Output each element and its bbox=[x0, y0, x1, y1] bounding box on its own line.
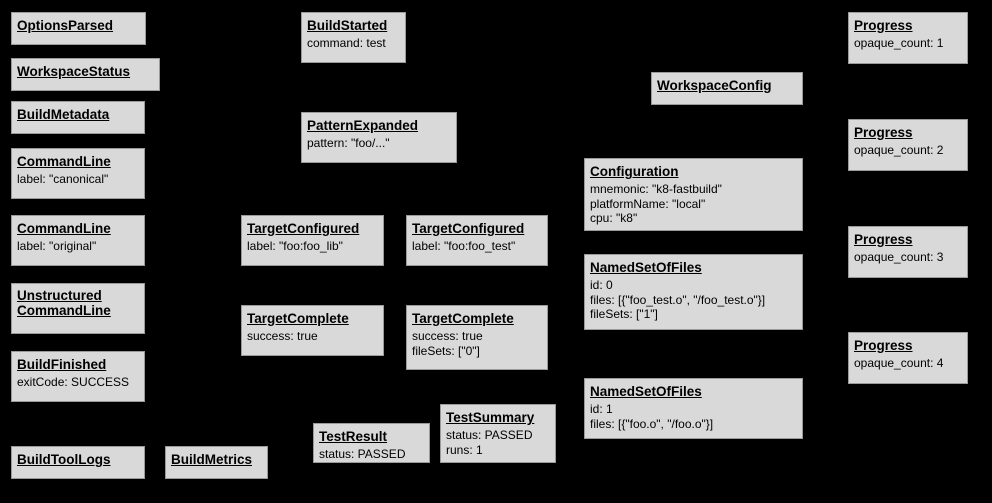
node-title: WorkspaceStatus bbox=[17, 64, 131, 79]
node-test-result[interactable]: TestResult status: PASSED bbox=[313, 423, 430, 463]
node-field: platformName: "local" bbox=[590, 196, 706, 211]
node-fields: command: test bbox=[307, 36, 400, 51]
node-field: cpu: "k8" bbox=[590, 211, 638, 225]
node-field: label: "foo:foo_test" bbox=[412, 239, 516, 253]
node-field: label: "canonical" bbox=[17, 172, 109, 186]
node-title: BuildStarted bbox=[307, 18, 388, 33]
node-title: CommandLine bbox=[17, 154, 111, 169]
node-field: pattern: "foo/..." bbox=[307, 136, 390, 150]
node-title: TestSummary bbox=[446, 410, 535, 425]
node-field: files: [{"foo_test.o", "/foo_test.o"}] bbox=[590, 292, 766, 307]
node-field: status: PASSED bbox=[446, 428, 533, 442]
node-title: Progress bbox=[854, 232, 913, 247]
node-field: command: test bbox=[307, 36, 386, 50]
node-field: opaque_count: 1 bbox=[854, 36, 944, 50]
node-fields: pattern: "foo/..." bbox=[307, 136, 451, 151]
node-build-metrics[interactable]: BuildMetrics bbox=[165, 446, 268, 479]
node-title: Progress bbox=[854, 338, 913, 353]
node-title: NamedSetOfFiles bbox=[590, 384, 702, 399]
node-build-finished[interactable]: BuildFinished exitCode: SUCCESS bbox=[11, 351, 145, 402]
node-progress-2[interactable]: Progress opaque_count: 2 bbox=[848, 119, 968, 171]
node-field: success: true bbox=[412, 329, 483, 343]
node-command-line-original[interactable]: CommandLine label: "original" bbox=[11, 215, 145, 266]
node-target-complete-lib[interactable]: TargetComplete success: true bbox=[241, 305, 384, 356]
node-title: BuildToolLogs bbox=[17, 452, 111, 467]
node-fields: label: "foo:foo_lib" bbox=[247, 239, 378, 254]
node-title: OptionsParsed bbox=[17, 18, 114, 33]
node-field: mnemonic: "k8-fastbuild" bbox=[590, 182, 722, 196]
node-target-configured-test[interactable]: TargetConfigured label: "foo:foo_test" bbox=[406, 215, 548, 266]
node-progress-1[interactable]: Progress opaque_count: 1 bbox=[848, 12, 968, 64]
node-title: BuildMetadata bbox=[17, 107, 110, 122]
node-title: Progress bbox=[854, 18, 913, 33]
node-fields: status: PASSED bbox=[319, 447, 424, 462]
node-title: BuildFinished bbox=[17, 357, 107, 372]
node-build-started[interactable]: BuildStarted command: test bbox=[301, 12, 406, 63]
node-title: TargetConfigured bbox=[247, 221, 360, 236]
node-title-line: Unstructured bbox=[17, 288, 102, 303]
node-configuration[interactable]: Configuration mnemonic: "k8-fastbuild"pla… bbox=[584, 158, 803, 231]
node-progress-3[interactable]: Progress opaque_count: 3 bbox=[848, 226, 968, 278]
node-command-line-canonical[interactable]: CommandLine label: "canonical" bbox=[11, 148, 145, 199]
node-fields: label: "canonical" bbox=[17, 172, 139, 187]
node-title: TargetComplete bbox=[247, 311, 349, 326]
node-field: opaque_count: 3 bbox=[854, 250, 944, 264]
node-fields: opaque_count: 1 bbox=[854, 36, 962, 51]
node-build-tool-logs[interactable]: BuildToolLogs bbox=[11, 446, 145, 479]
node-field: exitCode: SUCCESS bbox=[17, 375, 130, 389]
node-field: opaque_count: 4 bbox=[854, 356, 944, 370]
node-field: success: true bbox=[247, 329, 318, 343]
node-title: Progress bbox=[854, 125, 913, 140]
node-title: BuildMetrics bbox=[171, 452, 253, 467]
node-pattern-expanded[interactable]: PatternExpanded pattern: "foo/..." bbox=[301, 112, 457, 163]
node-field: files: [{"foo.o", "/foo.o"}] bbox=[590, 416, 714, 431]
node-build-metadata[interactable]: BuildMetadata bbox=[11, 101, 145, 134]
node-title: NamedSetOfFiles bbox=[590, 260, 702, 275]
node-fields: opaque_count: 4 bbox=[854, 356, 962, 371]
node-field: fileSets: ["0"] bbox=[412, 343, 480, 358]
node-field: runs: 1 bbox=[446, 442, 483, 457]
node-title: Configuration bbox=[590, 164, 679, 179]
node-title: WorkspaceConfig bbox=[657, 78, 772, 93]
node-field: id: 0 bbox=[590, 278, 613, 292]
node-title: TargetConfigured bbox=[412, 221, 525, 236]
node-field: fileSets: ["1"] bbox=[590, 307, 658, 321]
node-title: CommandLine bbox=[17, 221, 111, 236]
node-fields: exitCode: SUCCESS bbox=[17, 375, 139, 390]
node-fields: label: "original" bbox=[17, 239, 139, 254]
node-options-parsed[interactable]: OptionsParsed bbox=[11, 12, 146, 45]
node-title: PatternExpanded bbox=[307, 118, 419, 133]
node-fields: opaque_count: 2 bbox=[854, 143, 962, 158]
node-fields: opaque_count: 3 bbox=[854, 250, 962, 265]
node-fields: label: "foo:foo_test" bbox=[412, 239, 542, 254]
node-workspace-config[interactable]: WorkspaceConfig bbox=[651, 72, 803, 105]
node-title: TargetComplete bbox=[412, 311, 514, 326]
node-field: label: "original" bbox=[17, 239, 97, 253]
node-progress-4[interactable]: Progress opaque_count: 4 bbox=[848, 332, 968, 384]
node-title: TestResult bbox=[319, 429, 388, 444]
node-field: id: 1 bbox=[590, 402, 613, 416]
node-title-line: CommandLine bbox=[17, 303, 111, 318]
node-field: status: PASSED bbox=[319, 447, 406, 461]
node-fields: mnemonic: "k8-fastbuild"platformName: "l… bbox=[590, 182, 797, 226]
node-field: label: "foo:foo_lib" bbox=[247, 239, 343, 253]
node-field: opaque_count: 2 bbox=[854, 143, 944, 157]
node-target-configured-lib[interactable]: TargetConfigured label: "foo:foo_lib" bbox=[241, 215, 384, 266]
node-workspace-status[interactable]: WorkspaceStatus bbox=[11, 58, 160, 91]
node-fields: success: true bbox=[247, 329, 378, 344]
